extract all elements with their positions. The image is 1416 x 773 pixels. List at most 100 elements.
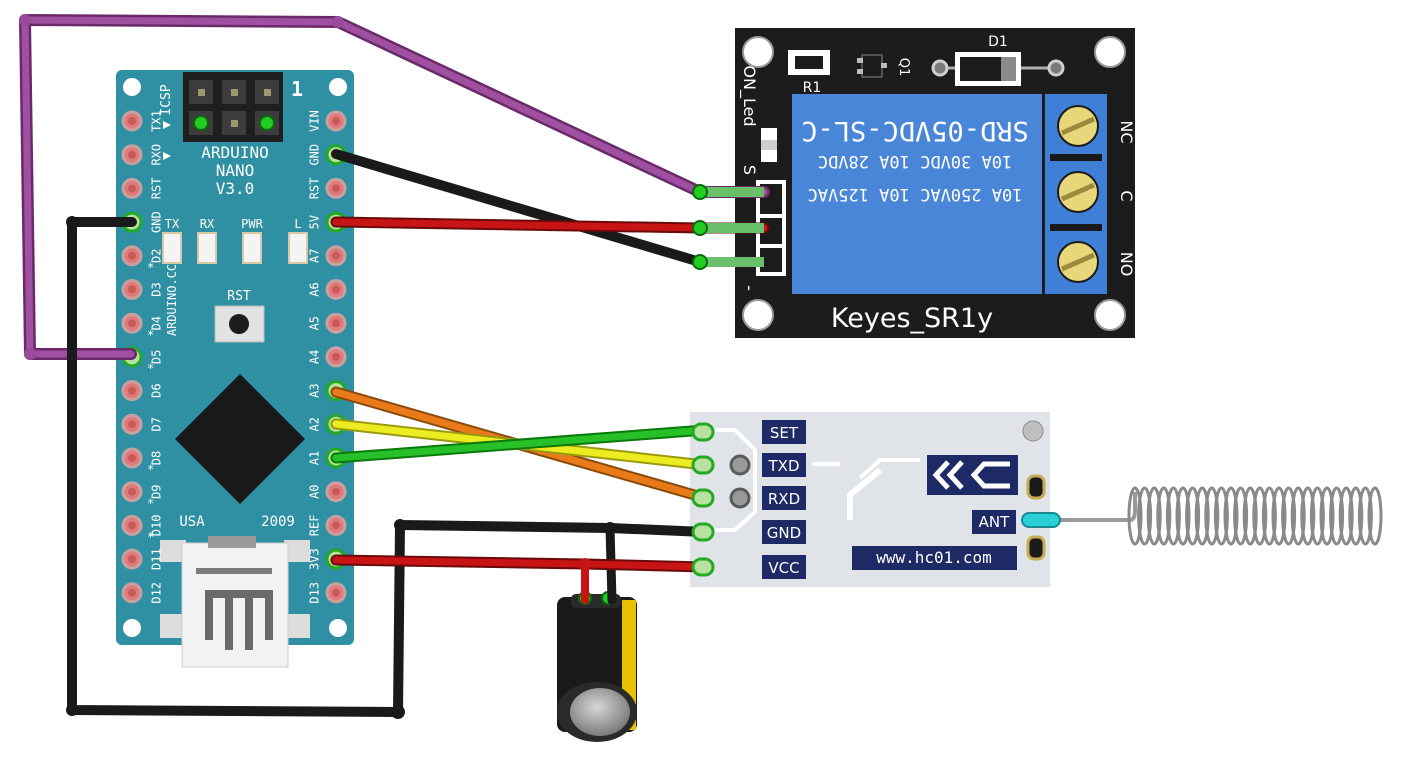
pin-label: RST (308, 178, 322, 200)
pin-label: D5 (150, 350, 164, 364)
pwm-mark: * (147, 463, 154, 477)
terminal-no-label: NO (1117, 252, 1136, 277)
reset-button-cap[interactable] (229, 314, 249, 334)
pin-label: D3 (150, 282, 164, 296)
pin-label: D8 (150, 451, 164, 465)
q1-label: Q1 (896, 58, 911, 77)
tx-led (162, 232, 182, 264)
board-name: ARDUINO (201, 143, 268, 162)
website-box (852, 546, 1017, 570)
pin-label: GND (150, 211, 164, 233)
mount-hole (742, 299, 774, 331)
terminal-c-screw[interactable] (1057, 171, 1099, 213)
pwm-mark: * (147, 362, 154, 376)
d1-label: D1 (988, 34, 1008, 50)
spring-antenna (1021, 486, 1383, 546)
hc-pin-label-box (762, 520, 806, 544)
atmega-chip (175, 374, 305, 504)
hc-pin-txd[interactable] (691, 455, 715, 475)
ant-label: ANT (979, 513, 1010, 531)
led-label: RX (200, 217, 215, 231)
signal-label: S (740, 165, 759, 175)
relay-module: R1 Q1 D1 ON_Led S - SRD-05VDC-SL-C 10A 3… (735, 28, 1136, 338)
pin-label: D2 (150, 249, 164, 263)
mount-hole (1094, 299, 1126, 331)
mount-hole (123, 619, 141, 637)
led-label: TX (165, 217, 180, 231)
pwm-mark: * (147, 496, 154, 510)
pwm-mark: * (147, 530, 154, 544)
rx-led (197, 232, 217, 264)
mini-usb-port (160, 536, 310, 668)
mount-hole (742, 36, 774, 68)
pin-label: A7 (308, 249, 322, 263)
pin-label: REF (308, 515, 322, 537)
hc-pin-label-box (762, 555, 806, 579)
mount-hole (329, 619, 347, 637)
wire-black-gnd-to-relay-minus[interactable] (331, 149, 769, 267)
pin-label: A4 (308, 350, 322, 364)
minus-label: - (740, 285, 759, 291)
pin-label: A5 (308, 316, 322, 330)
hc-pin-label-box (762, 486, 806, 510)
pin-label: RXO (150, 144, 164, 166)
terminal-c-label: C (1117, 190, 1136, 201)
mount-hole (123, 78, 141, 96)
ant-pad (1021, 512, 1061, 528)
pin-label: A0 (308, 484, 322, 498)
hc-pin-label-box (762, 453, 806, 477)
led-label: PWR (241, 217, 263, 231)
hc-pin-label: SET (770, 424, 799, 442)
pin-label: RST (150, 178, 164, 200)
electrolytic-capacitor (557, 591, 637, 742)
l-led (288, 232, 308, 264)
year-label: 2009 (261, 514, 295, 530)
board-version: V3.0 (216, 179, 255, 198)
relay-board-name: Keyes_SR1y (831, 303, 993, 334)
relay-pin-leads (692, 184, 764, 270)
board-url: ARDUINO.CC (165, 264, 179, 336)
pin-label: D10 (150, 515, 164, 537)
led-label: L (294, 217, 301, 231)
relay-rating-ac: 10A 250VAC 10A 125VAC (808, 184, 1023, 204)
pin-label: GND (308, 144, 322, 166)
hc-pin-label: RXD (768, 490, 800, 508)
pin-label: D11 (150, 548, 164, 570)
pin-label: A1 (308, 451, 322, 465)
usa-label: USA (179, 514, 205, 530)
pin-label: TX1 (150, 110, 164, 132)
relay-body (792, 94, 1042, 294)
rst-button-label: RST (227, 289, 251, 304)
relay-model: SRD-05VDC-SL-C (801, 115, 1029, 146)
hc-pin-set[interactable] (691, 422, 715, 442)
pwm-mark: * (147, 261, 154, 275)
pin-label: D7 (150, 417, 164, 431)
hc-pin-rxd[interactable] (691, 488, 715, 508)
hc-pin-label-box (762, 420, 806, 444)
icsp-label: ICSP (159, 84, 174, 115)
q1-transistor (861, 54, 883, 78)
board-model: NANO (216, 161, 255, 180)
nano-board (116, 70, 354, 645)
terminal-nc-screw[interactable] (1057, 105, 1099, 147)
pin-label: A2 (308, 417, 322, 431)
hc-pin-gnd[interactable] (691, 522, 715, 542)
mount-hole (1094, 36, 1126, 68)
on-led-label: ON_Led (739, 65, 759, 126)
pin-label: D9 (150, 484, 164, 498)
arduino-nano: ICSP 1 ARDUINO NANO V3.0 ARDUINO.CC TX R… (116, 70, 354, 668)
status-leds: TX RX PWR L (162, 217, 308, 264)
pin-label: A6 (308, 282, 322, 296)
hc-pin-label: TXD (768, 457, 800, 475)
hc-pin-vcc[interactable] (691, 557, 715, 577)
pin-label: 5V (308, 215, 322, 229)
mount-hole (329, 78, 347, 96)
pin-label: D12 (150, 582, 164, 604)
hc12-pin-pads (691, 422, 715, 577)
terminal-no-screw[interactable] (1057, 241, 1099, 283)
pin-label: D4 (150, 316, 164, 330)
relay-rating-dc: 10A 30VDC 10A 28VDC (818, 151, 1012, 171)
